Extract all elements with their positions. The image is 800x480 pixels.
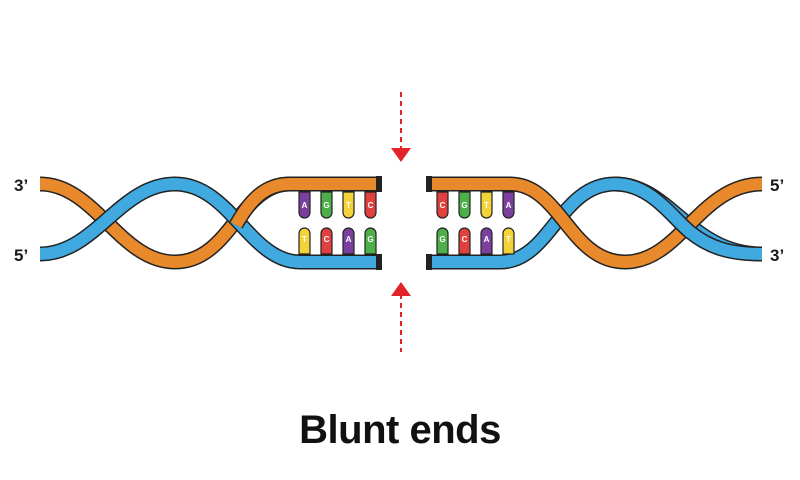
left-dna-fragment: A G T C T C A G — [39, 176, 382, 270]
left-top-blunt-cap — [376, 176, 382, 192]
right-bottom-base-letter-1: C — [462, 235, 468, 244]
right-bottom-base-2 — [480, 227, 493, 255]
right-bottom-base-letter-2: A — [484, 235, 490, 244]
right-top-base-letter-1: G — [461, 201, 467, 210]
right-top-base-letter-2: T — [484, 201, 489, 210]
left-orange-over-segment — [230, 178, 378, 228]
left-top-base-2 — [342, 191, 355, 219]
left-blue-strand — [39, 178, 378, 268]
left-top-base-0 — [298, 191, 311, 219]
right-top-base-letter-3: A — [506, 201, 512, 210]
right-bottom-base-1 — [458, 227, 471, 255]
left-top-base-3 — [364, 191, 377, 219]
left-bottom-base-letter-2: A — [346, 235, 352, 244]
right-top-base-0 — [436, 191, 449, 219]
left-bottom-base-0 — [298, 227, 311, 255]
left-top-base-letter-0: A — [302, 201, 308, 210]
right-top-base-2 — [480, 191, 493, 219]
cut-arrow-bottom — [391, 282, 411, 352]
left-bottom-base-letter-1: C — [324, 235, 330, 244]
right-top-base-3 — [502, 191, 515, 219]
right-top-base-letter-0: C — [440, 201, 446, 210]
left-top-base-letter-2: T — [346, 201, 351, 210]
right-dna-fragment: C G T A G C A T — [426, 176, 763, 270]
cut-arrow-top-head — [391, 148, 411, 162]
left-top-base-1 — [320, 191, 333, 219]
left-bottom-base-3 — [364, 227, 377, 255]
diagram-title: Blunt ends — [299, 408, 501, 452]
left-bottom-base-1 — [320, 227, 333, 255]
left-bottom-base-2 — [342, 227, 355, 255]
left-top-base-letter-3: C — [368, 201, 374, 210]
right-bottom-base-letter-3: T — [506, 235, 511, 244]
right-bottom-end-label: 3’ — [770, 246, 784, 265]
cut-arrow-bottom-head — [391, 282, 411, 296]
right-bottom-blunt-cap — [426, 254, 432, 270]
right-blue-over-segment — [614, 178, 763, 260]
right-bottom-base-letter-0: G — [439, 235, 445, 244]
cut-arrow-top — [391, 92, 411, 162]
right-top-base-1 — [458, 191, 471, 219]
right-orange-strand — [430, 178, 763, 268]
left-bottom-blunt-cap — [376, 254, 382, 270]
left-top-end-label: 3’ — [14, 176, 28, 195]
left-top-base-letter-1: G — [323, 201, 329, 210]
right-bottom-base-0 — [436, 227, 449, 255]
left-bottom-base-letter-0: T — [302, 235, 307, 244]
right-top-end-label: 5’ — [770, 176, 784, 195]
right-top-blunt-cap — [426, 176, 432, 192]
left-bottom-end-label: 5’ — [14, 246, 28, 265]
left-bottom-base-letter-3: G — [367, 235, 373, 244]
right-bottom-base-3 — [502, 227, 515, 255]
